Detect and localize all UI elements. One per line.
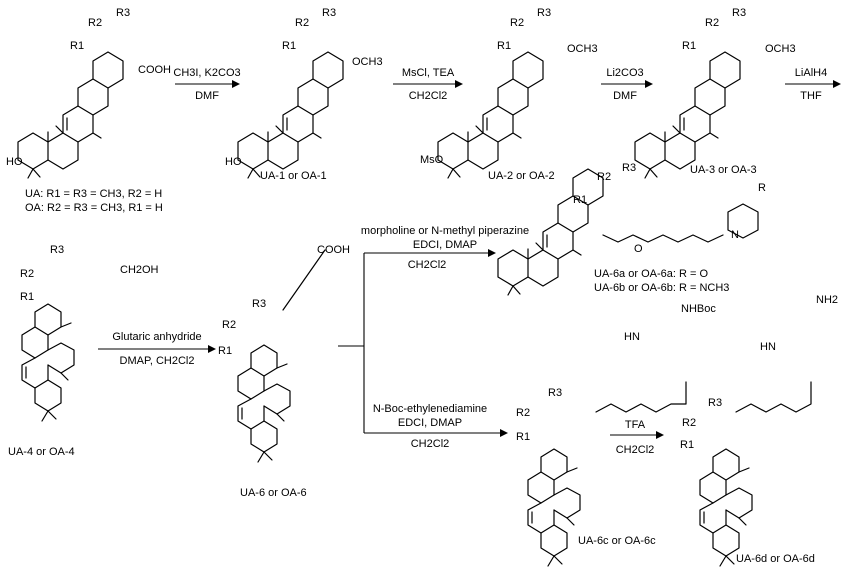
reagent-step2-bottom: CH2Cl2	[408, 90, 448, 102]
group-r1-1: R1	[282, 40, 297, 52]
reagent-step6a-top2: EDCI, DMAP	[412, 239, 478, 251]
arrow-step2	[393, 80, 463, 88]
group-hn-6d: HN	[760, 341, 776, 353]
structure-1	[237, 51, 344, 179]
structure-6	[237, 249, 326, 463]
structure-start	[17, 51, 124, 179]
group-r2-3: R2	[705, 17, 720, 29]
group-r3-6ab: R3	[622, 162, 637, 174]
caption-compound-4: UA-4 or OA-4	[8, 446, 75, 458]
structure-4	[21, 303, 75, 422]
caption-compound-2: UA-2 or OA-2	[488, 170, 555, 182]
group-r3-2: R3	[537, 7, 552, 19]
caption-compound-6d: UA-6d or OA-6d	[736, 553, 815, 565]
structure-6c	[527, 381, 687, 567]
group-hn-6c: HN	[624, 331, 640, 343]
group-co2me-3: OCH3	[765, 43, 796, 55]
caption-start-oa: OA: R2 = R3 = CH3, R1 = H	[25, 202, 163, 214]
group-r3-6c: R3	[548, 387, 563, 399]
group-r1-6: R1	[218, 345, 233, 357]
group-r1-6c: R1	[516, 431, 531, 443]
reagent-step7-bottom: CH2Cl2	[615, 444, 655, 456]
caption-compound-1: UA-1 or OA-1	[260, 170, 327, 182]
group-r1-3: R1	[682, 40, 697, 52]
group-r1-6d: R1	[680, 439, 695, 451]
caption-compound-3: UA-3 or OA-3	[690, 164, 757, 176]
reagent-step6c-top2: EDCI, DMAP	[397, 417, 463, 429]
caption-compound-6: UA-6 or OA-6	[240, 487, 307, 499]
reagent-step5-top: Glutaric anhydride	[112, 331, 202, 343]
caption-compound-6c: UA-6c or OA-6c	[578, 535, 656, 547]
group-r2-start: R2	[88, 17, 103, 29]
reagent-step3-bottom: DMF	[613, 90, 637, 102]
reagent-step7-top: TFA	[624, 419, 646, 431]
group-r2-1: R2	[295, 17, 310, 29]
group-r2-2: R2	[510, 17, 525, 29]
reagent-step4-bottom: THF	[800, 90, 822, 102]
reagent-step3-top: Li2CO3	[606, 67, 644, 79]
group-n-6ab: N	[731, 229, 739, 241]
group-ho-1: HO	[225, 156, 242, 168]
reagent-step6a-bottom: CH2Cl2	[407, 259, 447, 271]
reagent-step5-bottom: DMAP, CH2Cl2	[119, 355, 195, 367]
group-r2-4: R2	[20, 268, 35, 280]
reagent-step6a-top1: morpholine or N-methyl piperazine	[360, 225, 530, 237]
group-r3-start: R3	[116, 7, 131, 19]
group-ch2oh: CH2OH	[120, 264, 159, 276]
group-r1-start: R1	[70, 40, 85, 52]
caption-start-ua: UA: R1 = R3 = CH3, R2 = H	[25, 188, 163, 200]
group-r3-6: R3	[252, 298, 267, 310]
group-o-6ab: O	[634, 243, 643, 255]
group-r3-3: R3	[732, 7, 747, 19]
arrow-step1	[175, 80, 240, 88]
group-co2me-2: OCH3	[567, 43, 598, 55]
structure-3	[634, 51, 741, 179]
group-cooh: COOH	[138, 64, 171, 76]
arrow-step4	[785, 80, 841, 88]
reagent-step2-top: MsCl, TEA	[401, 67, 455, 79]
group-r2-6d: R2	[682, 417, 697, 429]
group-r1-4: R1	[20, 291, 35, 303]
group-r2-6c: R2	[516, 407, 531, 419]
reagent-step4-top: LiAlH4	[794, 67, 828, 79]
arrow-step5	[98, 345, 216, 353]
group-r3-4: R3	[50, 244, 65, 256]
group-cooh-6: COOH	[317, 244, 350, 256]
group-r2-6ab: R2	[597, 171, 612, 183]
group-r-6ab: R	[758, 182, 766, 194]
caption-compound-6a: UA-6a or OA-6a: R = O	[594, 268, 709, 280]
caption-compound-6b: UA-6b or OA-6b: R = NCH3	[594, 282, 730, 294]
group-nh2-6d: NH2	[816, 294, 839, 306]
group-nhboc-6c: NHBoc	[681, 303, 716, 315]
group-r3-6d: R3	[708, 397, 723, 409]
reagent-step6c-top1: N-Boc-ethylenediamine	[372, 403, 488, 415]
structure-6d	[699, 381, 812, 567]
group-r1-2: R1	[497, 40, 512, 52]
structure-6ab	[497, 168, 759, 296]
group-ho-start: HO	[6, 156, 23, 168]
group-mso-2: MsO	[420, 154, 444, 166]
arrow-step3	[601, 80, 653, 88]
reagent-step1-top: CH3I, K2CO3	[173, 67, 241, 79]
group-r2-6: R2	[222, 319, 237, 331]
group-co2me-1: OCH3	[352, 56, 383, 68]
arrow-step7	[610, 431, 664, 439]
arrow-branch	[338, 249, 508, 437]
reagent-step6c-bottom: CH2Cl2	[410, 438, 450, 450]
group-r1-6ab: R1	[573, 194, 588, 206]
group-r3-1: R3	[322, 7, 337, 19]
reagent-step1-bottom: DMF	[195, 90, 219, 102]
